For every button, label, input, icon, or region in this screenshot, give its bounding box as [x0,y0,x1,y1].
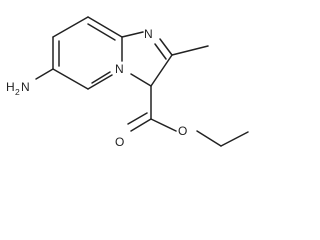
bond-n1-c2 [159,38,173,56]
atom-label-carbonyl-o: O [115,135,124,149]
bond-ch2-ch3 [220,131,249,147]
bond-carbonyl-o-single [150,118,177,132]
bond-c6-amine [35,68,54,80]
bond-c5-n4 [87,74,113,90]
atom-label-n1: N [144,27,153,41]
atom-label-amine-sub: 2 [15,87,20,97]
bond-carbonyl-o-double-a [130,118,152,132]
bond-group [35,16,249,147]
structure-diagram: N N O O H 2 N [6,16,249,149]
bond-n1-c2-inner [154,43,167,60]
bond-o-ch2 [196,130,222,147]
atom-label-ether-o: O [178,124,187,138]
atom-label-amine-h: H [6,80,15,94]
bond-c8a-c8 [87,16,123,38]
atom-label-amine-n: N [21,80,30,94]
bond-c8-c7 [52,16,89,38]
bond-c8a-c8-inner [87,23,116,41]
bond-c3-n4 [130,73,152,87]
bond-c8a-n1 [121,31,144,38]
atom-labels: N N O O H 2 N [6,27,187,149]
bond-carbonyl-o-double-b [127,112,148,125]
bond-c6-c5 [52,68,89,90]
atom-label-n4: N [115,62,124,76]
bond-c5-n4-inner [91,71,111,84]
bond-c2-methyl [171,45,209,56]
bond-c2-c3 [150,54,173,87]
